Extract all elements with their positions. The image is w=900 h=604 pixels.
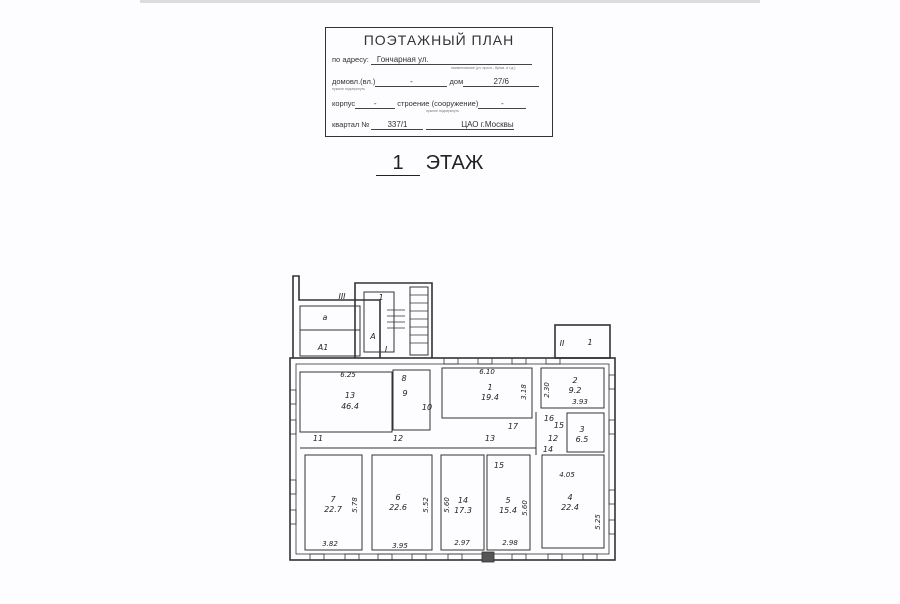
kvartal-row: квартал № 337/1 ЦАО г.Москвы bbox=[332, 120, 546, 130]
stroenie-hint: нужное подчеркнуть bbox=[426, 109, 460, 113]
windows bbox=[289, 357, 616, 563]
floor-heading: 1 ЭТАЖ bbox=[376, 152, 483, 176]
annex-label: 1 bbox=[587, 338, 592, 347]
korpus-value: - bbox=[355, 99, 396, 109]
room-number: 15 bbox=[494, 461, 504, 470]
dimension: 4.05 bbox=[559, 471, 575, 479]
room-number: 17 bbox=[508, 422, 519, 431]
annex-label: II bbox=[560, 339, 565, 348]
room-number: 13 bbox=[485, 434, 495, 443]
dimension: 5.52 bbox=[422, 497, 430, 513]
room-area: 22.4 bbox=[561, 503, 579, 512]
room-number: 12 bbox=[393, 434, 403, 443]
room-number: 14 bbox=[458, 496, 468, 505]
floor-label: ЭТАЖ bbox=[425, 152, 484, 174]
room-number: 15 bbox=[554, 421, 564, 430]
room-area: 19.4 bbox=[481, 393, 499, 402]
room-number: 10 bbox=[422, 403, 432, 412]
room-number: 14 bbox=[543, 445, 553, 454]
dimension-labels: 6.25 6.10 3.18 2.30 3.93 5.78 3.82 5.52 … bbox=[322, 368, 602, 550]
room-area: 17.3 bbox=[454, 506, 472, 515]
dimension: 2.98 bbox=[502, 539, 518, 547]
kvartal-value: 337/1 bbox=[371, 120, 424, 130]
stairs bbox=[387, 294, 428, 344]
annex-label: I bbox=[385, 345, 388, 354]
dimension: 2.97 bbox=[454, 539, 470, 547]
kvartal-label: квартал № bbox=[332, 120, 370, 129]
domovl-hint: нужное подчеркнуть bbox=[332, 87, 366, 91]
room-number: 16 bbox=[544, 414, 554, 423]
plan-title: ПОЭТАЖНЫЙ ПЛАН bbox=[363, 32, 515, 48]
address-hint: наименование (ул. просп., бульв. и т.д.) bbox=[451, 66, 516, 70]
dimension: 5.60 bbox=[443, 497, 451, 513]
room-area: 22.7 bbox=[324, 505, 343, 514]
dimension: 2.30 bbox=[543, 382, 551, 398]
room-number: 1 bbox=[487, 383, 492, 392]
room-number: 2 bbox=[572, 376, 577, 385]
room-area: 22.6 bbox=[389, 503, 407, 512]
address-label: по адресу: bbox=[332, 55, 369, 64]
room-number: 7 bbox=[330, 495, 336, 504]
dimension: 5.78 bbox=[351, 497, 359, 513]
floor-number: 1 bbox=[376, 152, 420, 176]
district-value: ЦАО г.Москвы bbox=[425, 120, 514, 130]
annex-label: A1 bbox=[317, 343, 329, 352]
dimension: 6.25 bbox=[340, 371, 356, 379]
dimension: 3.93 bbox=[572, 398, 588, 406]
annex-label: 1 bbox=[378, 293, 383, 302]
korpus-label: корпус bbox=[332, 99, 356, 108]
stroenie-label: строение (сооружение) bbox=[397, 99, 479, 108]
stroenie-value: - bbox=[478, 99, 527, 109]
domovl-value: - bbox=[375, 77, 448, 87]
domovl-label: домовл.(вл.) bbox=[332, 77, 376, 86]
dimension: 3.18 bbox=[520, 384, 528, 400]
sheet-edge bbox=[140, 0, 760, 3]
room-area: 46.4 bbox=[341, 402, 359, 411]
room-number: 11 bbox=[313, 434, 323, 443]
room-number: 12 bbox=[548, 434, 558, 443]
dimension: 3.95 bbox=[392, 542, 408, 550]
title-block: ПОЭТАЖНЫЙ ПЛАН по адресу: Гончарная ул. … bbox=[325, 27, 553, 137]
dimension: 3.82 bbox=[322, 540, 338, 548]
room-number: 4 bbox=[567, 493, 572, 502]
dimension: 5.60 bbox=[521, 500, 529, 516]
room-area: 9.2 bbox=[569, 386, 582, 395]
annex-label: A bbox=[369, 332, 375, 341]
room-number: 13 bbox=[345, 391, 355, 400]
address-row: по адресу: Гончарная ул. bbox=[332, 55, 546, 65]
room-area: 15.4 bbox=[499, 506, 517, 515]
small-labels: 8 9 10 11 12 13 17 16 15 12 14 15 bbox=[313, 374, 564, 470]
room-area: 6.5 bbox=[576, 435, 589, 444]
dom-label: дом bbox=[449, 77, 464, 86]
annex-label: III bbox=[338, 292, 346, 301]
walls bbox=[289, 275, 616, 561]
korpus-row: корпус- строение (сооружение)- bbox=[332, 99, 546, 109]
room-number: 3 bbox=[579, 425, 584, 434]
dimension: 5.25 bbox=[594, 514, 602, 530]
room-number: 9 bbox=[402, 389, 407, 398]
address-value: Гончарная ул. bbox=[370, 55, 532, 65]
annex-labels: III 1 a A1 A I II 1 bbox=[317, 292, 593, 354]
room-number: 6 bbox=[395, 493, 400, 502]
dom-value: 27/6 bbox=[463, 77, 540, 87]
dimension: 6.10 bbox=[479, 368, 495, 376]
room-number: 8 bbox=[401, 374, 406, 383]
annex-label: a bbox=[323, 313, 328, 322]
room-number: 5 bbox=[505, 496, 510, 505]
